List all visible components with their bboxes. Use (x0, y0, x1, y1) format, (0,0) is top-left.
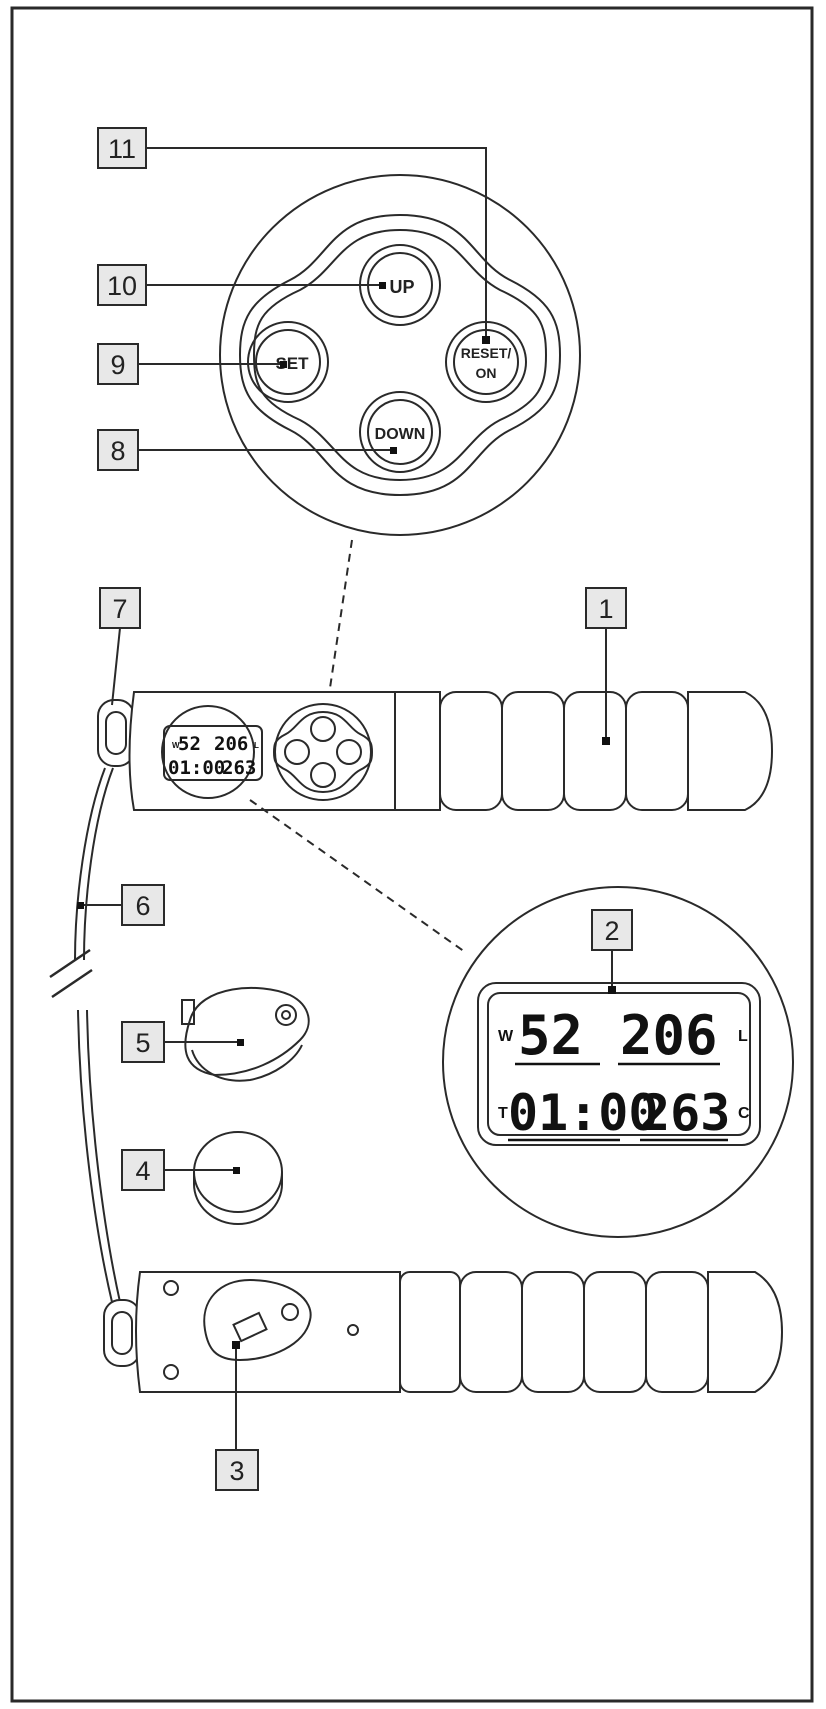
callout-7: 7 (99, 587, 141, 629)
callout-3: 3 (215, 1449, 259, 1491)
callout-9: 9 (97, 343, 139, 385)
mini-laps: 206 (214, 733, 248, 755)
rope (49, 767, 121, 1303)
button-panel-zoom: UP SET RESET/ ON DOWN (219, 174, 581, 536)
mini-w: W (172, 741, 180, 750)
callout-4-label: 4 (135, 1156, 150, 1186)
lcd-zoom: W 52 206 L T 01:00 263 C (442, 886, 794, 1238)
callout-1-label: 1 (598, 594, 613, 624)
mini-count: 263 (222, 757, 256, 779)
reset-on-button[interactable]: RESET/ ON (445, 321, 527, 403)
callout-8-label: 8 (110, 436, 125, 466)
lcd-count: 263 (640, 1084, 730, 1142)
battery-compartment (203, 1278, 312, 1362)
pad-outline-inner (252, 228, 548, 482)
handle-loop-bottom (103, 1299, 141, 1367)
mini-weight: 52 (178, 733, 201, 755)
callout-9-label: 9 (110, 350, 125, 380)
lcd-weight: 52 (518, 1004, 583, 1067)
callout-6-label: 6 (135, 891, 150, 921)
battery-cover (181, 986, 310, 1082)
leader-dots (77, 282, 616, 1349)
lcd-laps: 206 (620, 1004, 718, 1067)
up-button-label: UP (389, 277, 414, 297)
coin-battery (193, 1131, 283, 1225)
callout-6: 6 (121, 884, 165, 926)
callout-10-label: 10 (107, 271, 137, 301)
lcd-c-label: C (738, 1105, 750, 1122)
callout-11-label: 11 (108, 134, 136, 164)
set-button-label: SET (275, 354, 309, 373)
mini-l: L (254, 741, 259, 750)
bottom-handle (103, 1271, 784, 1393)
reset-button-label-line1: RESET/ (461, 345, 512, 361)
callout-7-label: 7 (112, 594, 127, 624)
reset-button-label-line2: ON (476, 365, 497, 381)
callout-10: 10 (97, 264, 147, 306)
top-handle: W 52 206 L 01:00 263 (97, 691, 774, 811)
callout-1: 1 (585, 587, 627, 629)
callout-8: 8 (97, 429, 139, 471)
zoom-leader-display (249, 799, 466, 953)
set-button[interactable]: SET (247, 321, 329, 403)
zoom-leader-buttons (329, 539, 353, 689)
mini-time: 01:00 (168, 757, 225, 779)
lcd-w-label: W (498, 1028, 514, 1045)
callout-3-label: 3 (229, 1456, 244, 1486)
callout-2: 2 (591, 909, 633, 951)
callout-11: 11 (97, 127, 147, 169)
callout-5-label: 5 (135, 1028, 150, 1058)
zoom-circle-lcd (442, 886, 794, 1238)
callout-5: 5 (121, 1021, 165, 1063)
lcd-l-label: L (738, 1028, 748, 1045)
leader-lines (80, 147, 613, 1450)
down-button-label: DOWN (375, 426, 426, 443)
lcd-time: 01:00 (508, 1084, 659, 1142)
lcd-t-label: T (498, 1105, 508, 1122)
page-frame (10, 6, 814, 1703)
down-button[interactable]: DOWN (359, 391, 441, 473)
pad-outline-outer (238, 213, 562, 497)
callout-2-label: 2 (604, 916, 619, 946)
callout-4: 4 (121, 1149, 165, 1191)
